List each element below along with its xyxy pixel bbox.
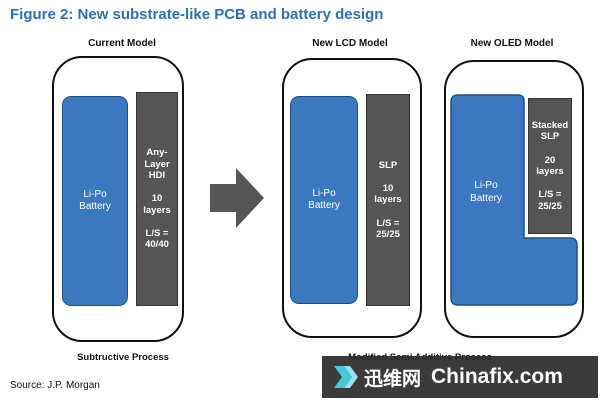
- watermark-cn-text: 迅维网: [364, 368, 422, 390]
- board-current: Any- Layer HDI 10 layers L/S = 40/40: [136, 92, 178, 306]
- model-label-current: Current Model: [88, 38, 156, 49]
- board-layers-text: 10 layers: [143, 193, 171, 216]
- board-ls-text: L/S = 25/25: [538, 189, 562, 212]
- figure-title: Figure 2: New substrate-like PCB and bat…: [10, 6, 384, 23]
- board-layers-text: 20 layers: [536, 154, 564, 177]
- source-note: Source: J.P. Morgan: [10, 380, 100, 391]
- chevron-logo-icon: [334, 366, 358, 388]
- board-ls-text: L/S = 40/40: [145, 228, 169, 251]
- battery-oled-shape: [450, 94, 578, 306]
- process-label-subtractive: Subtructive Process: [77, 352, 169, 363]
- watermark-banner: 迅维网 Chinafix.com: [322, 356, 598, 398]
- board-type-text: SLP: [378, 159, 398, 171]
- board-type-text: Stacked SLP: [531, 119, 569, 143]
- battery-label: Li-Po Battery: [79, 188, 111, 213]
- board-ls-text: L/S = 25/25: [376, 217, 400, 241]
- model-label-oled: New OLED Model: [470, 38, 554, 49]
- board-oled: Stacked SLP 20 layers L/S = 25/25: [528, 98, 572, 234]
- battery-label: Li-Po Battery: [308, 187, 340, 212]
- board-layers-text: 10 layers: [374, 182, 402, 206]
- battery-label: Li-Po Battery: [470, 180, 502, 204]
- board-type-text: Any- Layer HDI: [144, 147, 170, 181]
- watermark-en-text: Chinafix.com: [431, 365, 563, 388]
- arrow-right-icon: [210, 168, 264, 228]
- battery-current: Li-Po Battery: [62, 96, 128, 306]
- battery-lcd: Li-Po Battery: [290, 96, 358, 304]
- model-label-lcd: New LCD Model: [312, 38, 388, 49]
- board-lcd: SLP 10 layers L/S = 25/25: [366, 94, 410, 306]
